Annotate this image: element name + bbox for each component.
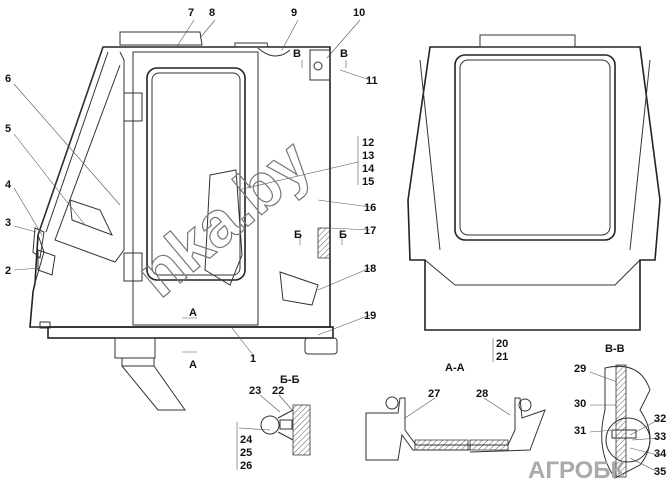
part-label-25: 25 — [240, 447, 252, 459]
part-label-1: 1 — [250, 353, 256, 365]
part-label-24: 24 — [240, 434, 253, 446]
section-b-mark-left: Б — [294, 229, 302, 241]
part-label-13: 13 — [362, 150, 374, 162]
watermark-corner: АГРОБК — [528, 457, 626, 480]
part-label-35: 35 — [654, 466, 666, 478]
part-label-17: 17 — [364, 225, 376, 237]
part-label-2: 2 — [5, 265, 11, 277]
section-vv-drawing — [601, 364, 651, 479]
part-label-12: 12 — [362, 137, 374, 149]
part-label-26: 26 — [240, 460, 252, 472]
part-label-15: 15 — [362, 176, 374, 188]
part-label-8: 8 — [209, 7, 215, 19]
part-label-16: 16 — [364, 202, 376, 214]
part-label-28: 28 — [476, 388, 488, 400]
part-label-4: 4 — [5, 179, 12, 191]
part-label-27: 27 — [428, 388, 440, 400]
part-label-21: 21 — [496, 351, 508, 363]
watermark-main: nka.by — [123, 125, 325, 311]
part-label-18: 18 — [364, 263, 376, 275]
part-label-20: 20 — [496, 338, 508, 350]
part-labels: 1 2 3 4 5 6 7 8 9 10 11 12 13 14 15 16 1… — [5, 7, 667, 478]
section-aa-drawing — [365, 396, 546, 461]
part-label-31: 31 — [574, 425, 586, 437]
section-v-mark-right: В — [340, 48, 348, 60]
part-label-3: 3 — [5, 217, 11, 229]
part-label-7: 7 — [188, 7, 194, 19]
part-label-22: 22 — [272, 385, 284, 397]
section-title-bb: Б-Б — [280, 374, 300, 386]
section-title-vv: В-В — [605, 343, 625, 355]
part-label-10: 10 — [353, 7, 365, 19]
part-label-23: 23 — [249, 385, 261, 397]
section-a-mark-bottom: А — [189, 359, 197, 371]
part-label-34: 34 — [654, 448, 667, 460]
part-label-19: 19 — [364, 310, 376, 322]
leader-lines — [13, 19, 659, 473]
section-markers: А А В В Б Б — [182, 48, 348, 371]
cab-front-view — [407, 34, 661, 331]
part-label-32: 32 — [654, 413, 666, 425]
part-label-11: 11 — [366, 75, 378, 87]
section-v-mark-left: В — [293, 48, 301, 60]
part-label-30: 30 — [574, 398, 586, 410]
section-bb-drawing — [260, 404, 311, 456]
part-label-9: 9 — [291, 7, 297, 19]
section-title-aa: А-А — [445, 362, 465, 374]
section-a-mark-top: А — [189, 307, 197, 319]
part-label-33: 33 — [654, 431, 666, 443]
part-label-5: 5 — [5, 123, 11, 135]
cab-side-view — [29, 31, 338, 411]
part-label-14: 14 — [362, 163, 375, 175]
part-label-29: 29 — [574, 363, 586, 375]
part-label-6: 6 — [5, 73, 11, 85]
section-b-mark-right: Б — [339, 229, 347, 241]
